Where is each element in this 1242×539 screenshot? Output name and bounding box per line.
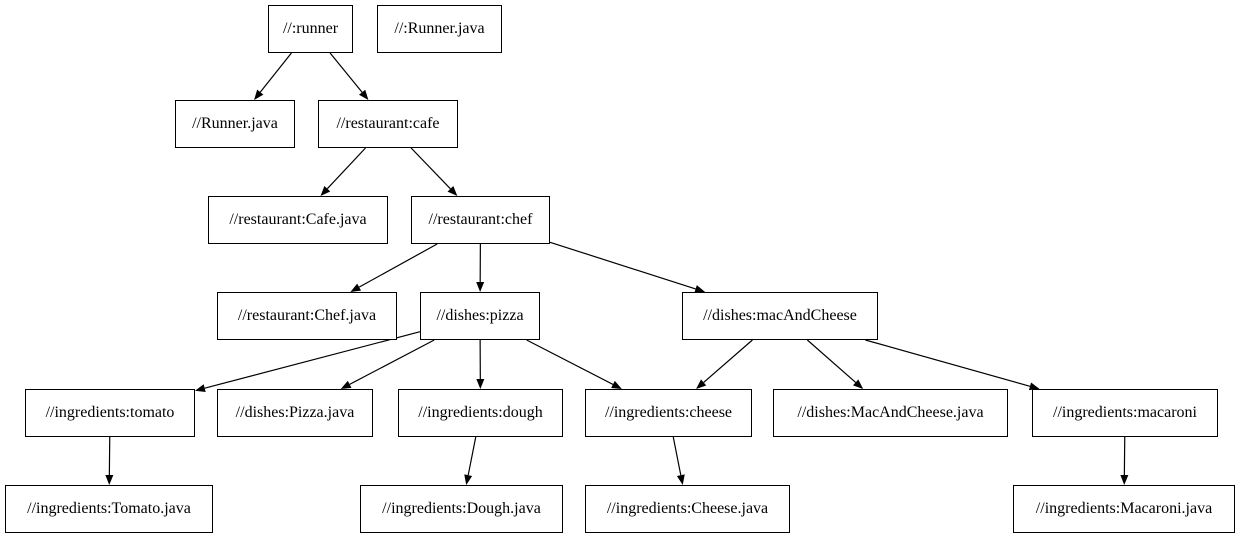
arrowhead-icon xyxy=(611,380,622,389)
edge-pizza-to-tomato xyxy=(195,331,421,393)
edge-mac-and-cheese-to-macaroni xyxy=(865,339,1040,391)
arrowhead-icon xyxy=(350,283,362,292)
arrowhead-icon xyxy=(447,186,458,196)
arrowhead-icon xyxy=(195,384,206,393)
edge-dough-to-dough-java xyxy=(464,436,477,485)
graph-node-mac-and-cheese: //dishes:macAndCheese xyxy=(682,292,878,340)
arrowhead-icon xyxy=(464,474,473,485)
edge-pizza-to-pizza-java xyxy=(340,339,435,389)
graph-node-macaroni-java: //ingredients:Macaroni.java xyxy=(1013,485,1235,533)
edge-chef-to-pizza xyxy=(476,243,485,292)
graph-node-macaroni: //ingredients:macaroni xyxy=(1032,389,1218,437)
arrowhead-icon xyxy=(853,379,864,389)
edge-runner-to-runner-java xyxy=(254,52,292,100)
arrowhead-icon xyxy=(1028,382,1040,391)
arrowhead-icon xyxy=(105,474,114,485)
edge-runner-to-cafe xyxy=(329,52,369,100)
graph-node-cheese-java: //ingredients:Cheese.java xyxy=(585,485,790,533)
edge-chef-to-mac-and-cheese xyxy=(549,241,706,293)
graph-node-runner-java-root: //:Runner.java xyxy=(377,5,502,53)
edge-mac-and-cheese-to-cheese xyxy=(696,339,753,389)
edge-pizza-to-dough xyxy=(476,339,485,389)
graph-node-cafe: //restaurant:cafe xyxy=(318,100,458,148)
graph-node-cafe-java: //restaurant:Cafe.java xyxy=(208,196,388,244)
arrowhead-icon xyxy=(676,474,685,485)
graph-node-dough-java: //ingredients:Dough.java xyxy=(360,485,563,533)
arrowhead-icon xyxy=(340,380,352,389)
graph-node-tomato: //ingredients:tomato xyxy=(25,389,195,437)
arrowhead-icon xyxy=(476,378,485,389)
graph-node-chef-java: //restaurant:Chef.java xyxy=(217,292,397,340)
graph-node-cheese: //ingredients:cheese xyxy=(585,389,752,437)
graph-node-chef: //restaurant:chef xyxy=(411,196,550,244)
arrowhead-icon xyxy=(1120,474,1129,485)
graph-node-dough: //ingredients:dough xyxy=(398,389,563,437)
arrowhead-icon xyxy=(696,379,707,389)
arrowhead-icon xyxy=(320,185,331,196)
graph-node-pizza: //dishes:pizza xyxy=(420,292,540,340)
edge-pizza-to-cheese xyxy=(526,339,622,389)
edge-cafe-to-chef xyxy=(410,147,458,196)
edge-chef-to-chef-java xyxy=(350,243,438,292)
arrowhead-icon xyxy=(359,89,369,100)
arrowhead-icon xyxy=(476,281,485,292)
graph-node-runner-java: //Runner.java xyxy=(175,100,295,148)
arrowhead-icon xyxy=(694,285,706,293)
arrowhead-icon xyxy=(254,89,264,100)
edge-macaroni-to-macaroni-java xyxy=(1120,436,1129,485)
graph-node-tomato-java: //ingredients:Tomato.java xyxy=(5,485,213,533)
graph-node-pizza-java: //dishes:Pizza.java xyxy=(217,389,373,437)
graph-node-runner: //:runner xyxy=(268,5,353,53)
edge-tomato-to-tomato-java xyxy=(105,436,114,485)
edge-mac-and-cheese-to-mac-and-cheese-java xyxy=(806,339,864,389)
graph-node-mac-and-cheese-java: //dishes:MacAndCheese.java xyxy=(773,389,1008,437)
edge-cafe-to-cafe-java xyxy=(320,147,366,196)
edge-cheese-to-cheese-java xyxy=(672,436,685,485)
